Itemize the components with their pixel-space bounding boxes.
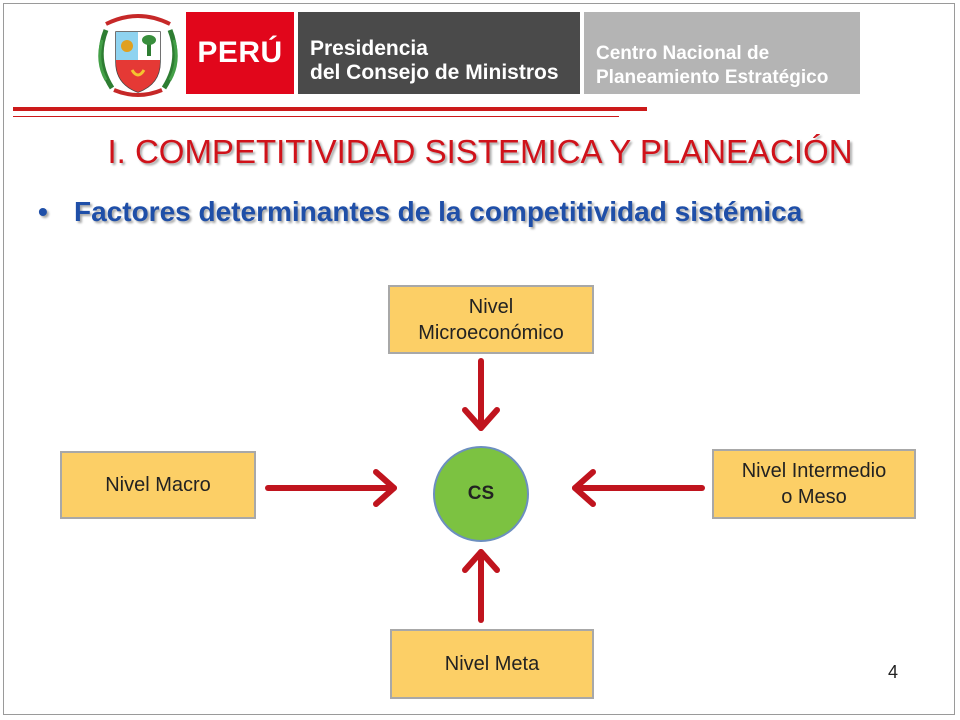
peru-brand-block: PERÚ <box>186 12 294 94</box>
node-meso-line2: o Meso <box>781 486 847 508</box>
bullet-marker: • <box>38 196 48 227</box>
subtitle-text: Factores determinantes de la competitivi… <box>74 196 803 227</box>
header-divider <box>13 107 647 111</box>
peru-coat-of-arms-icon <box>98 14 178 97</box>
node-center-label: CS <box>467 483 495 504</box>
node-macro-level: Nivel Macro <box>60 451 256 519</box>
brand-country: PERÚ <box>197 36 283 69</box>
node-meta-label: Nivel Meta <box>444 653 540 675</box>
brand-center-line2: Planeamiento Estratégico <box>596 67 829 88</box>
brand-entity-line1: Presidencia <box>310 37 428 60</box>
brand-center-line1: Centro Nacional de <box>596 43 770 64</box>
node-center-cs: CS <box>433 446 529 542</box>
node-micro-line1: Nivel <box>468 295 514 318</box>
header-divider-thin <box>13 116 619 117</box>
node-meso-line1: Nivel Intermedio <box>741 460 887 482</box>
node-micro-level: Nivel Microeconómico <box>388 285 594 354</box>
brand-entity-line2: del Consejo de Ministros <box>310 61 559 84</box>
slide-subtitle: • Factores determinantes de la competitiv… <box>38 196 802 228</box>
slide-title: I. COMPETITIVIDAD SISTEMICA Y PLANEACIÓN <box>107 133 853 170</box>
node-macro-label: Nivel Macro <box>105 474 211 496</box>
slide-frame <box>3 3 955 715</box>
node-micro-line2: Microeconómico <box>418 321 564 344</box>
ceplan-brand-block: Centro Nacional de Planeamiento Estratég… <box>584 12 860 94</box>
page-number: 4 <box>888 662 899 682</box>
node-meso-level: Nivel Intermedio o Meso <box>712 449 916 519</box>
node-meta-level: Nivel Meta <box>390 629 594 699</box>
pcm-brand-block: Presidencia del Consejo de Ministros <box>298 12 580 94</box>
